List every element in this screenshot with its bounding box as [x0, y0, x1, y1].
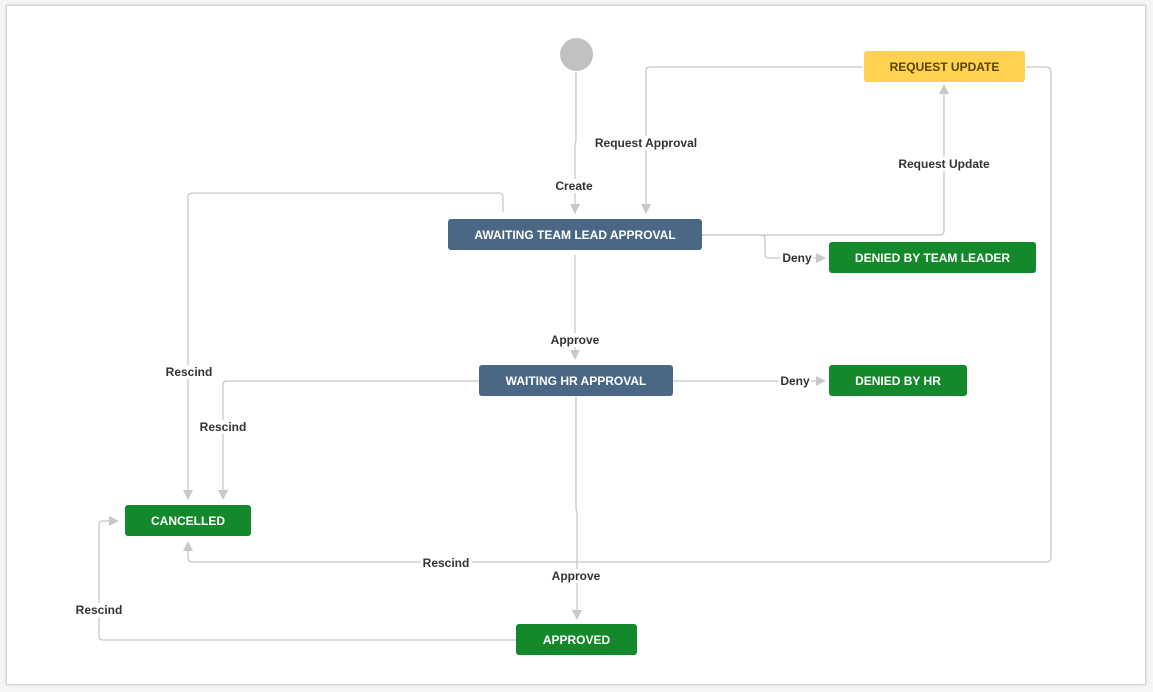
- status-approved[interactable]: APPROVED: [516, 624, 637, 655]
- edge-approve-hr[interactable]: [572, 397, 582, 620]
- status-awaiting-team-lead-approval[interactable]: AWAITING TEAM LEAD APPROVAL: [448, 219, 702, 250]
- edge-deny-team-lead[interactable]: [702, 234, 826, 263]
- edge-rescind-approved[interactable]: [98, 516, 516, 641]
- label-approve-hr[interactable]: Approve: [549, 569, 603, 583]
- status-cancelled[interactable]: CANCELLED: [125, 505, 251, 536]
- label-deny-hr[interactable]: Deny: [778, 374, 812, 388]
- label-request-update[interactable]: Request Update: [896, 157, 992, 171]
- label-rescind-team-lead[interactable]: Rescind: [163, 365, 215, 379]
- label-rescind-request-update[interactable]: Rescind: [420, 556, 472, 570]
- edge-request-update[interactable]: [702, 84, 949, 236]
- label-rescind-hr[interactable]: Rescind: [197, 420, 249, 434]
- status-request-update[interactable]: REQUEST UPDATE: [864, 51, 1025, 82]
- label-create[interactable]: Create: [553, 179, 595, 193]
- edge-create[interactable]: [570, 72, 580, 214]
- label-request-approval[interactable]: Request Approval: [592, 136, 700, 150]
- edge-rescind-hr[interactable]: [218, 380, 479, 500]
- start-node[interactable]: [560, 38, 593, 71]
- edge-request-approval[interactable]: [641, 66, 863, 214]
- edge-rescind-request-update[interactable]: [183, 66, 1052, 563]
- status-denied-by-hr[interactable]: DENIED BY HR: [829, 365, 967, 396]
- label-rescind-approved[interactable]: Rescind: [73, 603, 125, 617]
- edge-rescind-team-lead[interactable]: [183, 192, 504, 500]
- label-deny-team-lead[interactable]: Deny: [780, 251, 814, 265]
- status-denied-by-team-leader[interactable]: DENIED BY TEAM LEADER: [829, 242, 1036, 273]
- label-approve-team-lead[interactable]: Approve: [548, 333, 602, 347]
- status-waiting-hr-approval[interactable]: WAITING HR APPROVAL: [479, 365, 673, 396]
